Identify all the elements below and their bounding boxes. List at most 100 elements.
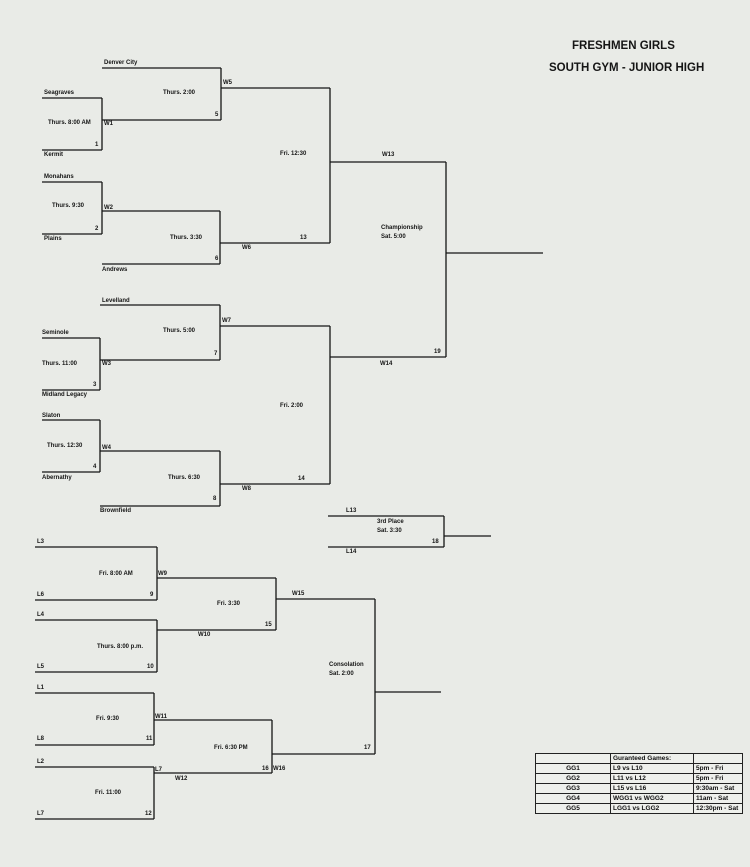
winner-label: W13 [382,152,395,158]
game-time: Fri. 11:00 [95,790,122,796]
game-id: GG1 [535,763,611,774]
game-number: 19 [434,349,441,355]
game-when: 9:30am - Sat [693,783,743,794]
loser-label: L4 [37,612,45,618]
winner-label: W10 [198,632,211,638]
page-title: FRESHMEN GIRLS [572,40,675,52]
game-number: 4 [93,464,97,470]
game-time: Fri. 9:30 [96,716,120,722]
game-when: 11am - Sat [693,793,743,804]
table-row: GG5 LGG1 vs LGG2 12:30pm - Sat [535,803,743,814]
game-number: 12 [145,811,152,817]
table-row: GG2 L11 vs L12 5pm - Fri [535,773,743,784]
loser-label: L1 [37,685,45,691]
consolation-label: Consolation [329,662,364,668]
game-number: 3 [93,382,97,388]
team-midland-legacy: Midland Legacy [42,392,88,398]
table-row: GG3 L15 vs L16 9:30am - Sat [535,783,743,794]
winner-label: W5 [223,80,232,86]
game-number: 11 [146,736,153,742]
game-match: L9 vs L10 [610,763,694,774]
game-number: 18 [432,539,439,545]
winner-label: W3 [102,361,111,367]
game-number: 6 [215,256,219,262]
game-number: 10 [147,664,154,670]
game-when: 12:30pm - Sat [693,803,743,814]
table-header-row: Guranteed Games: [535,753,743,764]
table-row: GG4 WGG1 vs WGG2 11am - Sat [535,793,743,804]
game-time: Thurs. 11:00 [42,361,78,367]
loser-label: L5 [37,664,45,670]
game-number: 1 [95,142,99,148]
loser-label: L14 [346,549,357,555]
game-time: Fri. 12:30 [280,151,307,157]
game-time: Fri. 8:00 AM [99,571,133,577]
consolation-time: Sat. 2:00 [329,671,354,677]
loser-label: L7 [37,811,45,817]
winner-label: W8 [242,486,251,492]
table-cell [535,753,611,764]
team-seminole: Seminole [42,330,69,336]
game-time: Thurs. 9:30 [52,203,85,209]
game-number: 7 [214,351,218,357]
winner-label: W4 [102,445,111,451]
loser-label: L8 [37,736,45,742]
loser-label-inner: L7 [155,767,163,773]
game-number: 17 [364,745,371,751]
game-time: Thurs. 12:30 [47,443,83,449]
winner-label: W9 [158,571,167,577]
page-subtitle: SOUTH GYM - JUNIOR HIGH [549,62,705,74]
team-plains: Plains [44,236,62,242]
game-time: Fri. 2:00 [280,403,304,409]
championship-time: Sat. 5:00 [381,234,406,240]
game-number: 15 [265,622,272,628]
winner-label: W14 [380,361,393,367]
game-number: 5 [215,112,219,118]
game-number: 8 [213,496,217,502]
team-abernathy: Abernathy [42,475,72,481]
game-when: 5pm - Fri [693,763,743,774]
winner-label: W12 [175,776,188,782]
table-cell [693,753,743,764]
game-time: Fri. 3:30 [217,601,241,607]
game-match: L15 vs L16 [610,783,694,794]
team-denver-city: Denver City [104,60,138,66]
game-time: Thurs. 8:00 p.m. [97,644,144,650]
winner-label: W1 [104,121,113,127]
game-number: 14 [298,476,305,482]
game-time: Thurs. 6:30 [168,475,201,481]
game-id: GG2 [535,773,611,784]
winner-label: W11 [155,714,168,720]
table-header: Guranteed Games: [610,753,694,764]
game-number: 9 [150,592,154,598]
game-match: LGG1 vs LGG2 [610,803,694,814]
winner-label: W2 [104,205,113,211]
third-place-label: 3rd Place [377,519,404,525]
team-seagraves: Seagraves [44,90,75,96]
team-monahans: Monahans [44,174,74,180]
team-kermit: Kermit [44,152,64,158]
game-time: Thurs. 3:30 [170,235,203,241]
third-place-time: Sat. 3:30 [377,528,402,534]
team-andrews: Andrews [102,267,128,273]
loser-label: L13 [346,508,357,514]
winner-label: W15 [292,591,305,597]
game-time: Thurs. 8:00 AM [48,120,91,126]
team-brownfield: Brownfield [100,508,131,514]
game-number: 16 [262,766,269,772]
loser-label: L2 [37,759,45,765]
winner-label: W16 [273,766,286,772]
championship-label: Championship [381,225,423,231]
game-number: 2 [95,226,99,232]
game-id: GG4 [535,793,611,804]
game-time: Fri. 6:30 PM [214,745,248,751]
loser-label: L3 [37,539,45,545]
game-time: Thurs. 5:00 [163,328,196,334]
game-id: GG5 [535,803,611,814]
table-row: GG1 L9 vs L10 5pm - Fri [535,763,743,774]
team-levelland: Levelland [102,298,130,304]
game-match: L11 vs L12 [610,773,694,784]
winner-label: W6 [242,245,251,251]
team-slaton: Slaton [42,413,61,419]
